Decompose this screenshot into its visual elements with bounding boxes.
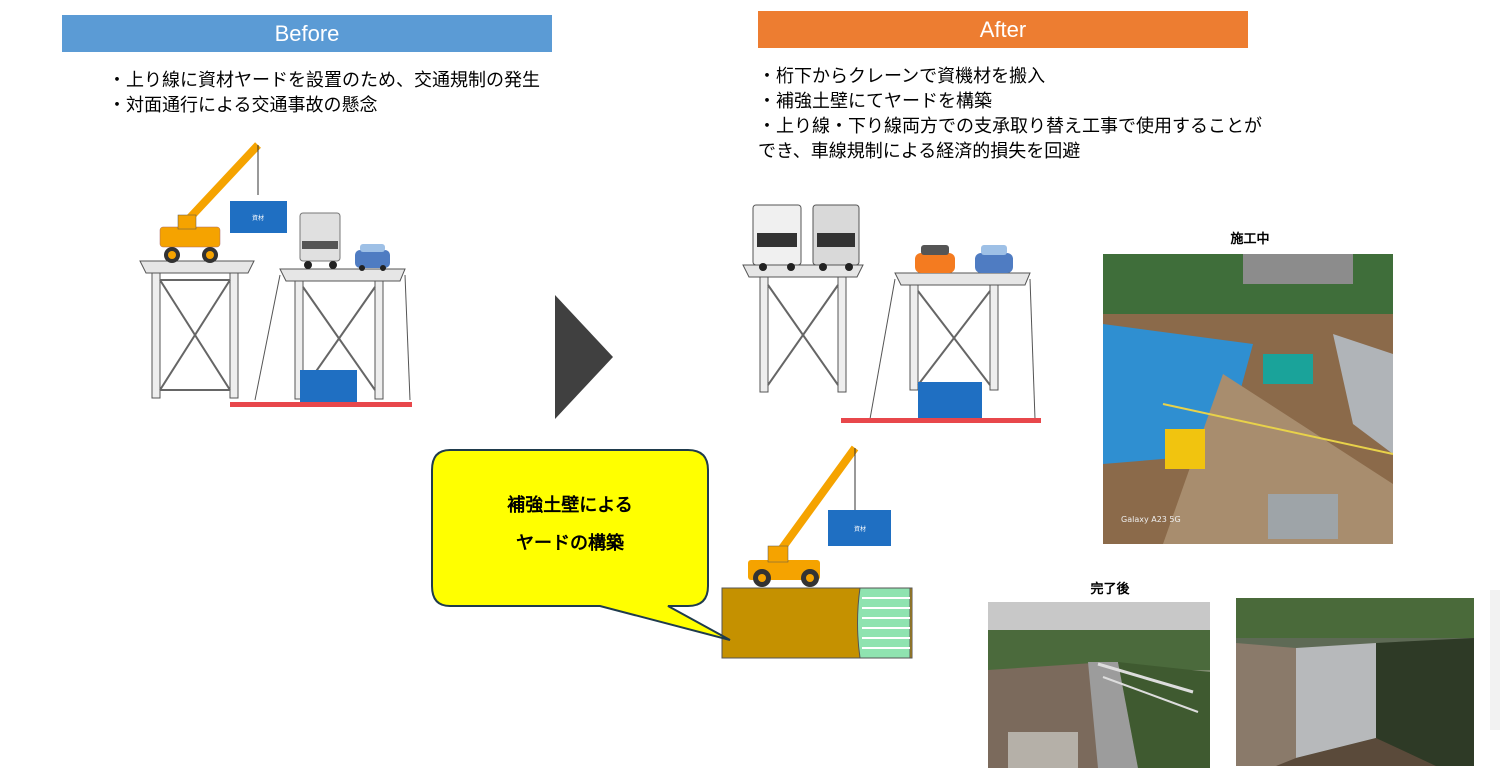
callout-text: 補強土壁による ヤードの構築 (437, 487, 703, 563)
left-pier (139, 260, 255, 399)
material-yard-after (918, 382, 982, 418)
callout-line-2: ヤードの構築 (516, 533, 624, 554)
material-label-before: 資材 (252, 214, 264, 222)
reinforced-wall-illustration: 資材 (721, 445, 913, 659)
after-illustration (742, 204, 1041, 423)
car-icon (355, 244, 390, 271)
before-bullet-1: ・上り線に資材ヤードを設置のため、交通規制の発生 (108, 70, 540, 91)
truck-icon (299, 212, 341, 269)
after-caption: 完了後 (1090, 582, 1130, 597)
material-label-after: 資材 (854, 525, 866, 533)
truck-icon-1 (752, 204, 802, 271)
next-arrow-icon (555, 295, 613, 419)
crane-icon-after (748, 445, 859, 587)
edge-panel (1490, 590, 1500, 730)
truck-icon-2 (812, 204, 860, 271)
crane-icon (159, 142, 261, 263)
right-pier-after (869, 272, 1036, 420)
car-icon-blue (975, 245, 1013, 273)
completed-photo-1 (988, 602, 1210, 768)
before-bullet-2: ・対面通行による交通事故の懸念 (108, 95, 378, 116)
after-bullet-1: ・桁下からクレーンで資機材を搬入 (758, 66, 1046, 87)
before-header: Before (62, 15, 552, 52)
car-icon-orange (915, 245, 955, 273)
callout-bubble (431, 449, 731, 641)
reinforced-wall (857, 587, 911, 659)
during-construction-photo: Galaxy A23 5G (1103, 254, 1393, 544)
yard-ground-before (230, 402, 412, 407)
during-caption: 施工中 (1230, 232, 1270, 247)
callout-line-1: 補強土壁による (507, 495, 633, 516)
after-bullet-4: でき、車線規制による経済的損失を回避 (758, 141, 1081, 162)
before-illustration: 資材 (139, 142, 412, 407)
after-bullets: ・桁下からクレーンで資機材を搬入 ・補強土壁にてヤードを構築 ・上り線・下り線両… (758, 64, 1262, 164)
yard-ground-after (841, 418, 1041, 423)
left-pier-after (742, 264, 864, 393)
material-box-after (828, 510, 891, 546)
completed-photo-2 (1236, 598, 1474, 766)
material-yard-before (300, 370, 357, 402)
material-box-before (230, 201, 287, 233)
after-header: After (758, 11, 1248, 48)
photo-watermark: Galaxy A23 5G (1121, 515, 1181, 524)
after-bullet-3: ・上り線・下り線両方での支承取り替え工事で使用することが (758, 116, 1262, 137)
before-bullets: ・上り線に資材ヤードを設置のため、交通規制の発生 ・対面通行による交通事故の懸念 (108, 68, 540, 118)
after-bullet-2: ・補強土壁にてヤードを構築 (758, 91, 992, 112)
